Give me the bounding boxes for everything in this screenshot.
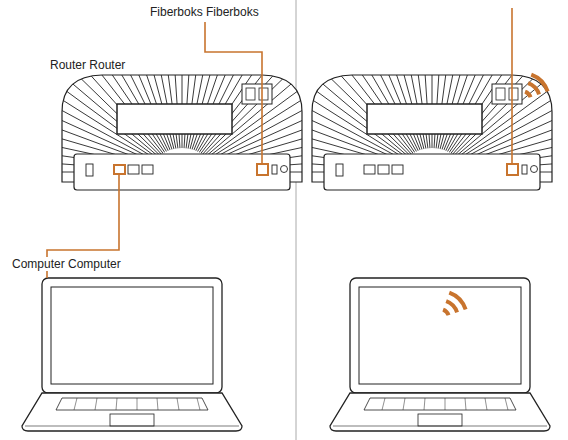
laptop-right: [330, 278, 550, 431]
wifi-arc: [446, 301, 457, 312]
fiber-cable: [205, 22, 262, 164]
wifi-arc: [531, 75, 547, 92]
router-left: [12, 2, 352, 196]
device-label: Fiberboks Fiberboks: [148, 5, 261, 19]
device-label: Computer Computer: [10, 257, 123, 271]
laptop-left: [22, 278, 242, 431]
wifi-arc: [525, 92, 530, 98]
wifi-arc: [443, 310, 448, 316]
wifi-arc: [528, 83, 539, 94]
fiber-cable: [511, 8, 513, 164]
wifi-signal: [525, 75, 548, 98]
router-right: [262, 2, 568, 196]
wifi-signal: [443, 293, 466, 316]
wifi-arc: [449, 293, 465, 310]
device-label: Router Router: [48, 58, 127, 72]
lan-port: [114, 165, 125, 174]
divider: [296, 0, 297, 440]
